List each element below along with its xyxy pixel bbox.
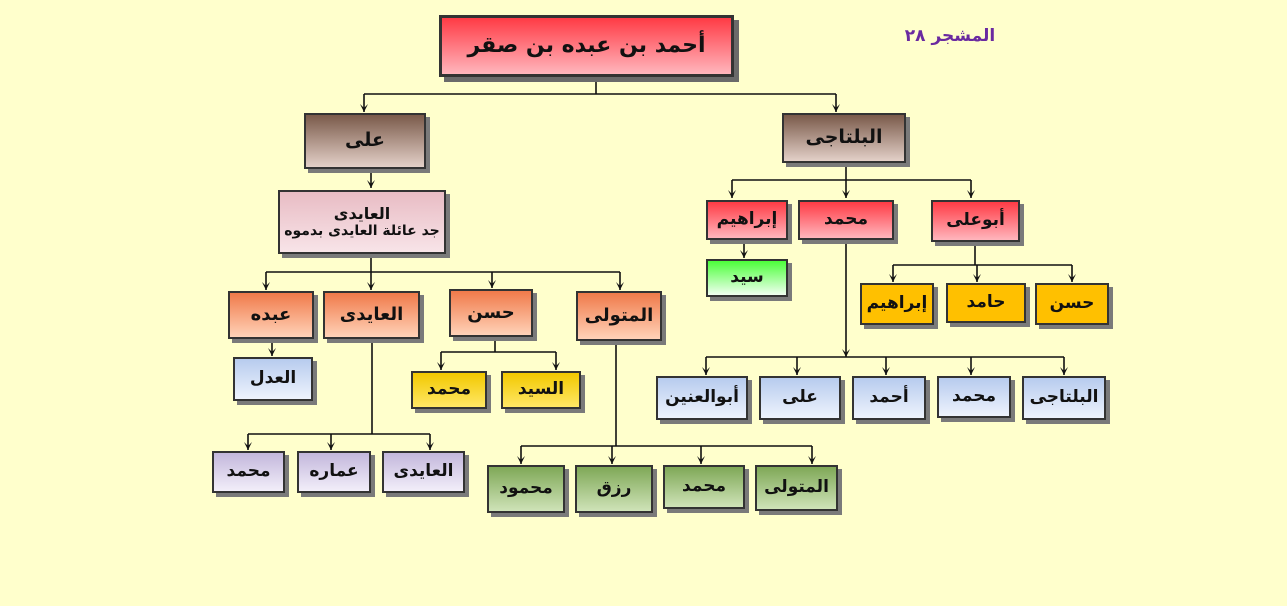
node-hasan-gold: حسن [1035, 283, 1109, 325]
node-abuali: أبوعلى [931, 200, 1020, 242]
node-label: حسن [1049, 293, 1095, 314]
node-label: على [782, 387, 818, 408]
node-muhammad-blue: محمد [937, 376, 1011, 418]
node-label: العدل [249, 368, 297, 389]
diagram-title: المشجر ٢٨ [904, 26, 996, 46]
node-label: العايدى [393, 461, 454, 482]
node-label: إبراهيم [866, 293, 928, 314]
node-ibrahim-gold: إبراهيم [860, 283, 934, 325]
node-sayyid-lime: سيد [706, 259, 788, 297]
node-label: حسن [467, 301, 515, 323]
node-label: إبراهيم [716, 209, 778, 230]
node-ali-blue: على [759, 376, 841, 420]
node-label: المتولى [584, 304, 654, 326]
node-label: أبوالعنين [665, 387, 739, 408]
node-hamid: حامد [946, 283, 1026, 323]
node-rizq: رزق [575, 465, 653, 513]
node-label: أحمد بن عبده بن صقر [467, 33, 706, 59]
node-label: العايدى [333, 203, 391, 223]
node-label: رزق [596, 478, 632, 499]
node-label: عماره [309, 461, 359, 482]
node-label: محمود [499, 478, 553, 499]
node-abdo: عبده [228, 291, 314, 339]
node-aydi-purple: العايدى [382, 451, 465, 493]
node-mutawalli: المتولى [576, 291, 662, 341]
node-label: محمد [952, 386, 996, 407]
node-mahmoud: محمود [487, 465, 565, 513]
node-label: العايدى [339, 303, 404, 325]
node-label: المتولى [764, 477, 829, 498]
node-label: عبده [250, 303, 292, 325]
node-muhammad-purple: محمد [212, 451, 285, 493]
node-ali: على [304, 113, 426, 169]
node-label: محمد [824, 209, 868, 230]
node-mutawalli-green: المتولى [755, 465, 838, 511]
node-label: على [345, 129, 385, 152]
node-aydi2: العايدى [323, 291, 420, 339]
node-muhammad-yellow: محمد [411, 371, 487, 409]
node-label: حامد [966, 292, 1006, 313]
node-label: محمد [226, 461, 271, 482]
node-ibrahim-red: إبراهيم [706, 200, 788, 240]
node-label: البلتاجى [1029, 387, 1099, 408]
node-aydi: العايدى جد عائلة العايدى بدموه [278, 190, 446, 254]
node-sayyid-yellow: السيد [501, 371, 581, 409]
node-label: أبوعلى [946, 210, 1005, 231]
node-label: البلتاجى [805, 126, 883, 149]
node-label: السيد [517, 379, 565, 400]
node-root: أحمد بن عبده بن صقر [439, 15, 734, 77]
node-baltaji-blue: البلتاجى [1022, 376, 1106, 420]
node-muhammad-red: محمد [798, 200, 894, 240]
node-baltaji: البلتاجى [782, 113, 906, 163]
node-label: أحمد [869, 387, 909, 408]
node-label: سيد [730, 267, 764, 288]
node-label: محمد [682, 476, 726, 497]
node-muhammad-green: محمد [663, 465, 745, 509]
node-hasan: حسن [449, 289, 533, 337]
node-label: محمد [427, 379, 471, 400]
node-adl: العدل [233, 357, 313, 401]
node-sublabel: جد عائلة العايدى بدموه [284, 223, 440, 240]
node-abulaynayn: أبوالعنين [656, 376, 748, 420]
node-ahmad-blue: أحمد [852, 376, 926, 420]
node-imara: عماره [297, 451, 371, 493]
